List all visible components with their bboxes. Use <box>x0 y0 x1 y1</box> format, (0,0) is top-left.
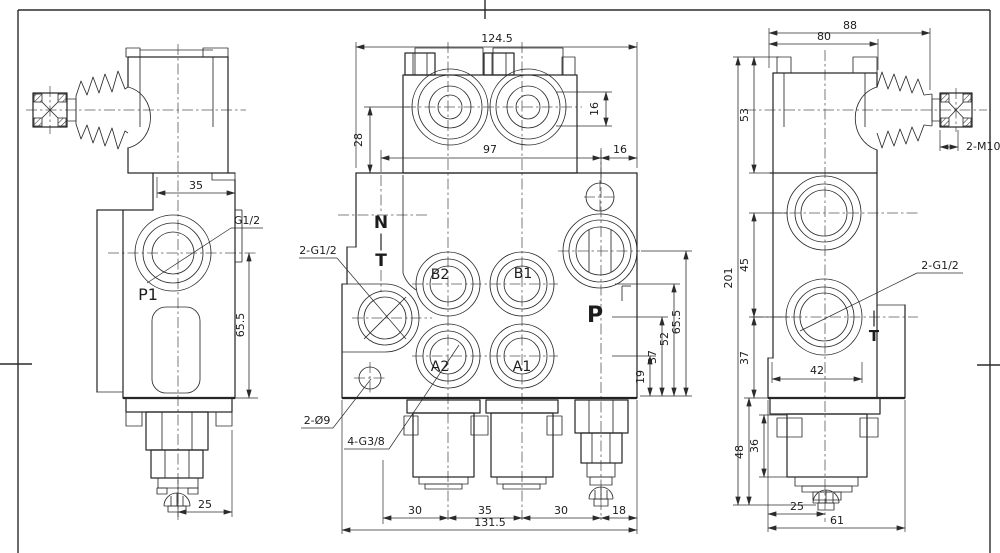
dim-124-5: 124.5 <box>481 32 513 45</box>
fv-dimensions: 124.5 28 16 97 16 19 37 52 <box>299 32 692 534</box>
dim-65-5-front: 65.5 <box>670 310 683 335</box>
lv-relief-valve <box>125 397 233 513</box>
dim-35: 35 <box>189 179 203 192</box>
dim-48: 48 <box>733 445 746 459</box>
lv-centerlines <box>26 44 258 520</box>
channel-label-t-right: T <box>869 327 880 345</box>
left-view: P1 35 G1/2 <box>26 44 263 520</box>
hatch-corner <box>940 117 950 127</box>
fv-relief-valve <box>574 399 629 507</box>
dim-37: 37 <box>646 350 659 364</box>
hatch-corner <box>33 93 43 103</box>
dim-25: 25 <box>198 498 212 511</box>
fv-body: N T B2 B1 A2 A1 P <box>341 172 638 400</box>
dim-30-b: 30 <box>554 504 568 517</box>
port-label-a1: A1 <box>513 359 531 375</box>
port-label-a2: A2 <box>431 359 449 375</box>
lv-actuator-housing <box>125 47 236 174</box>
rv-centerlines <box>745 50 987 522</box>
channel-label-n: N <box>374 213 388 233</box>
dim-88: 88 <box>843 19 857 32</box>
rv-handle-joint <box>939 92 973 128</box>
lv-bellows <box>75 70 129 150</box>
dim-61: 61 <box>830 514 844 527</box>
hatch-corner <box>33 117 43 127</box>
fv-work-ports <box>415 251 555 389</box>
dim-52: 52 <box>658 332 671 346</box>
dim-30-a: 30 <box>408 504 422 517</box>
hatch-corner <box>57 117 67 127</box>
lv-handle-joint <box>32 92 77 128</box>
dim-16-horizontal: 16 <box>613 143 627 156</box>
lv-dimensions: 35 G1/2 65.5 25 <box>146 177 263 517</box>
channel-label-t: T <box>375 251 387 271</box>
dim-25-right: 25 <box>790 500 804 513</box>
front-view: N T B2 B1 A2 A1 P <box>299 32 692 534</box>
rv-bellows <box>876 71 941 149</box>
fv-spool-caps <box>403 399 563 490</box>
dim-80: 80 <box>817 30 831 43</box>
callout-2-m10: 2-M10 <box>966 140 1000 153</box>
rv-actuator-housing <box>769 56 878 174</box>
rv-spool-cap <box>768 396 905 511</box>
dim-35-front: 35 <box>478 504 492 517</box>
port-label-b2: B2 <box>431 267 450 283</box>
dim-16-vertical: 16 <box>588 102 601 116</box>
port-label-p1: P1 <box>138 285 158 304</box>
hatch-corner <box>940 93 950 103</box>
dim-18: 18 <box>612 504 626 517</box>
dim-42: 42 <box>810 364 824 377</box>
callout-g12: G1/2 <box>234 214 260 227</box>
callout-2-g12-right: 2-G1/2 <box>921 259 959 272</box>
hatch-corner <box>57 93 67 103</box>
dim-19: 19 <box>634 370 647 384</box>
callout-4-g38: 4-G3/8 <box>347 435 385 448</box>
dim-37-right: 37 <box>738 351 751 365</box>
callout-2-d9: 2-Ø9 <box>304 414 331 427</box>
rv-dimensions: 88 80 53 201 45 37 48 36 <box>722 19 1000 532</box>
dim-45: 45 <box>738 258 751 272</box>
dim-97: 97 <box>483 143 497 156</box>
hatch-corner <box>962 93 972 103</box>
callout-2-g12: 2-G1/2 <box>299 244 337 257</box>
dim-28: 28 <box>352 133 365 147</box>
lv-body: P1 <box>96 172 243 400</box>
right-view: T 88 80 <box>722 19 1000 532</box>
port-label-p: P <box>587 303 603 328</box>
rv-body: T <box>767 172 906 399</box>
dim-36: 36 <box>748 439 761 453</box>
dim-53: 53 <box>738 108 751 122</box>
dim-131-5: 131.5 <box>474 516 506 529</box>
hatch-corner <box>962 117 972 127</box>
dim-201: 201 <box>722 268 735 289</box>
port-label-b1: B1 <box>514 266 533 282</box>
dim-65-5: 65.5 <box>234 313 247 338</box>
